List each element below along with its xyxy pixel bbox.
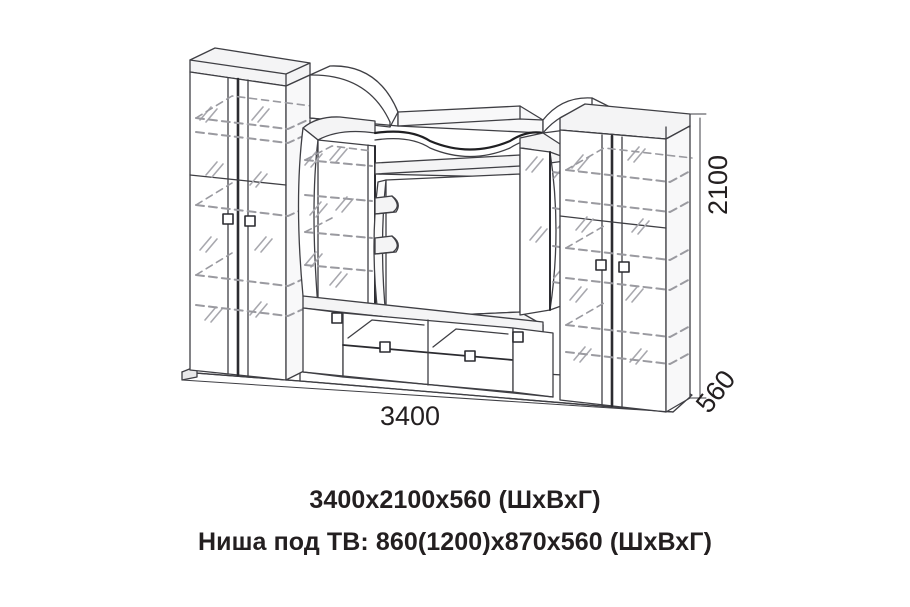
- left-wardrobe[interactable]: [189, 47, 313, 381]
- lower-center-unit[interactable]: [302, 295, 554, 398]
- left-glass-cabinet[interactable]: [297, 116, 376, 309]
- center-header: [373, 105, 545, 158]
- dimension-lines: [181, 113, 707, 413]
- caption-tv-niche-dimensions: Ниша под ТВ: 860(1200)x870x560 (ШхВхГ): [198, 528, 712, 556]
- dimension-width-label: 3400: [380, 401, 441, 431]
- left-arch-cornice: [309, 65, 399, 128]
- caption-overall-dimensions: 3400x2100x560 (ШхВхГ): [309, 486, 601, 514]
- right-wardrobe[interactable]: [559, 103, 693, 413]
- dimension-height-label: 2100: [703, 154, 733, 215]
